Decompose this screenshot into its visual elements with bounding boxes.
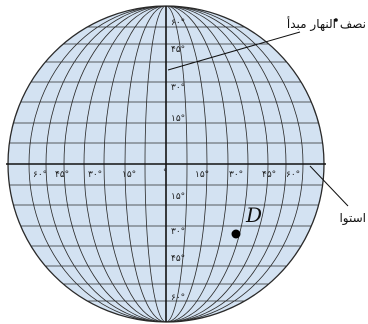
- lon-east-30: ۳۰°: [229, 170, 243, 180]
- point-d-marker: [231, 229, 241, 239]
- lon-west-15: ۱۵°: [122, 170, 136, 180]
- lat-south-60: ۶۰°: [171, 293, 185, 303]
- lat-south-30: ۳۰°: [171, 227, 185, 237]
- prime-meridian-label: نصف النهار مبدأ: [287, 16, 366, 32]
- lat-north-60: ۶۰°: [171, 18, 185, 28]
- lat-north-15: ۱۵°: [171, 114, 185, 124]
- lon-east-45: ۴۵°: [262, 170, 276, 180]
- lon-west-45: ۴۵°: [55, 170, 69, 180]
- lon-east-60: ۶۰°: [286, 170, 300, 180]
- lon-west-60: ۶۰°: [33, 170, 47, 180]
- lat-north-30: ۳۰°: [171, 83, 185, 93]
- lat-south-15: ۱۵°: [171, 192, 185, 202]
- lat-south-45: ۴۵°: [171, 254, 185, 264]
- point-d-label: D: [245, 203, 262, 227]
- lon-west-30: ۳۰°: [88, 170, 102, 180]
- prime-meridian-leader: [167, 31, 301, 71]
- lat-north-45: ۴۵°: [171, 45, 185, 55]
- lon-east-15: ۱۵°: [195, 170, 209, 180]
- corner-dot: [334, 18, 338, 22]
- equator-leader: [309, 165, 349, 207]
- center-tick: °: [163, 168, 168, 178]
- equator-label: استوا: [339, 211, 366, 226]
